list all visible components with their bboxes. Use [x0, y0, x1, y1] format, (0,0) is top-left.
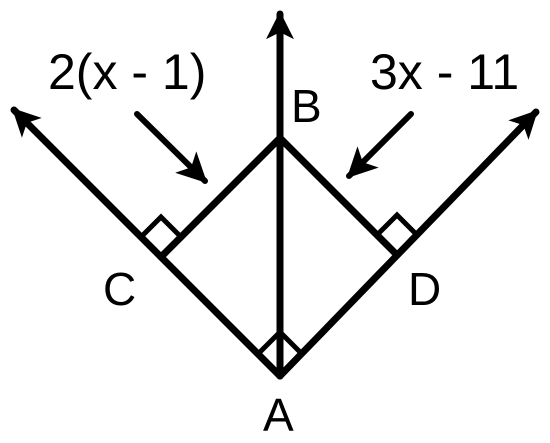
right-angle-marker-a — [256, 328, 304, 356]
expression-left-label: 2(x - 1) — [48, 44, 207, 100]
segment-bd — [276, 134, 401, 259]
point-b-label: B — [291, 80, 322, 132]
right-angle-marker-c — [139, 213, 183, 239]
expression-right-label: 3x - 11 — [370, 44, 520, 100]
right-angle-marker-d — [375, 211, 419, 237]
point-d-label: D — [408, 263, 442, 315]
pointer-arrow-left — [134, 111, 208, 184]
ray-ac — [10, 106, 284, 380]
pointer-arrow-right — [346, 111, 414, 179]
point-a-label: A — [263, 389, 294, 441]
ray-ad — [276, 108, 540, 380]
point-c-label: C — [103, 263, 137, 315]
